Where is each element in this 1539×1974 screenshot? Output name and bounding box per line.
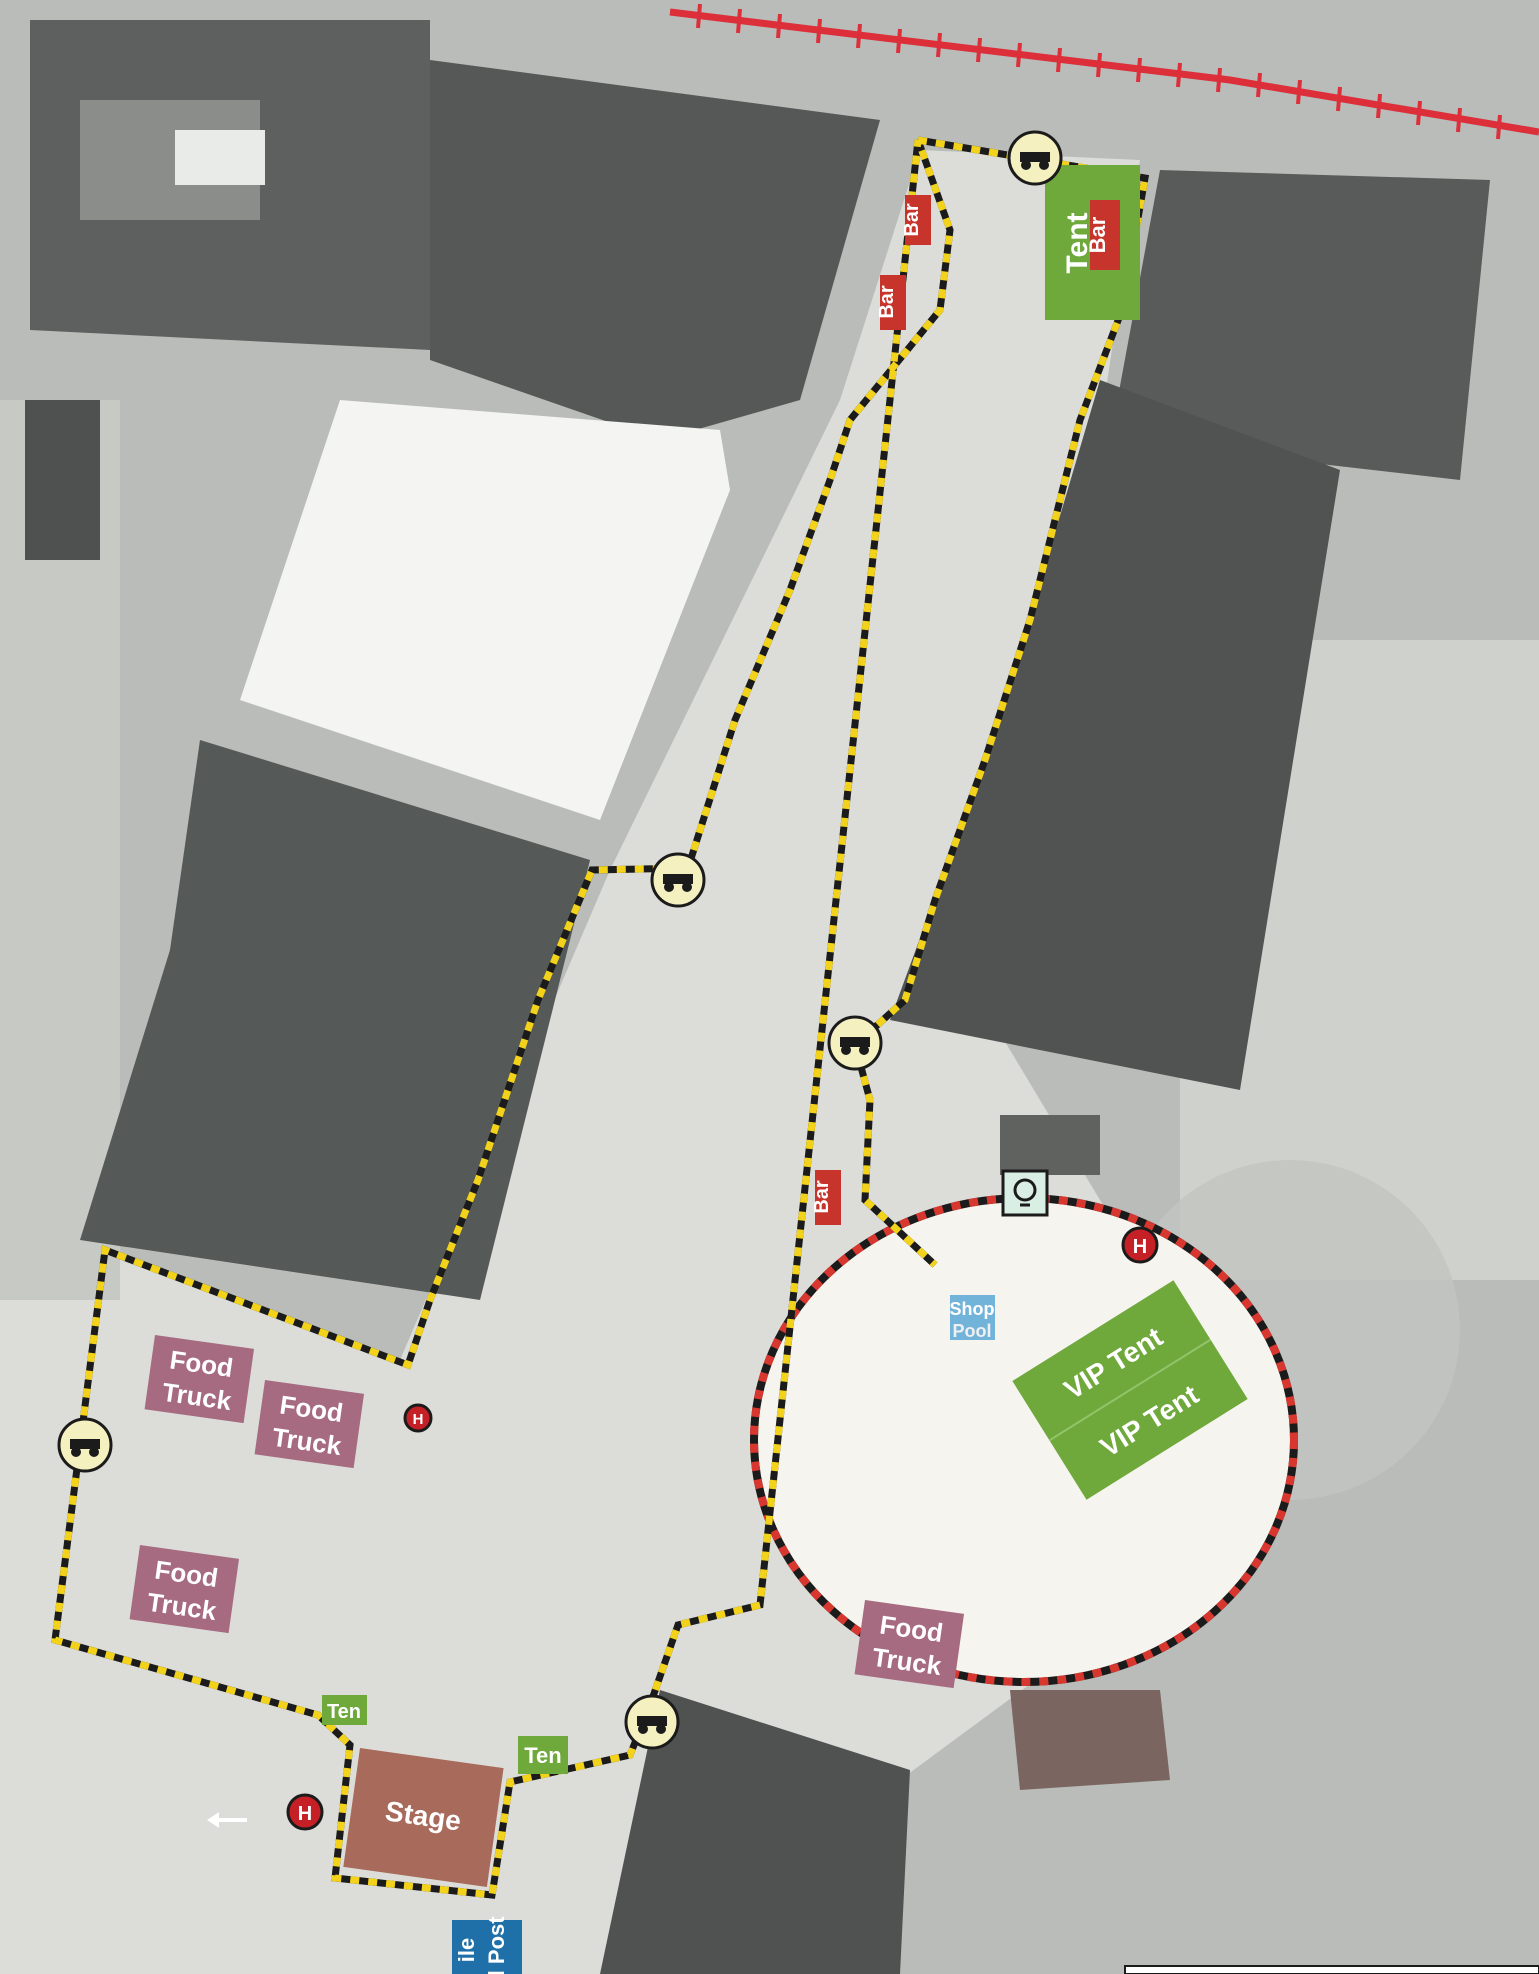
bar-top-2-label: Bar [876, 285, 898, 319]
bar-top-1-shape [905, 195, 931, 245]
food-truck-2[interactable]: Food Truck [254, 1380, 365, 1469]
left-arrow-icon [207, 1812, 247, 1828]
bar-top-right[interactable]: Bar [1085, 200, 1120, 270]
building-bottom-center [600, 1690, 910, 1974]
vip-tent[interactable]: VIP Tent VIP Tent [1012, 1280, 1248, 1500]
entry-4-body [70, 1439, 100, 1449]
food-truck-1[interactable]: Food Truck [144, 1335, 255, 1424]
rail-line [669, 3, 1539, 140]
bar-top-1[interactable]: Bar [901, 195, 931, 245]
entry-4-wheel-a [71, 1447, 81, 1457]
food-truck-4[interactable]: Food Truck [854, 1600, 965, 1689]
tent-bottom-right-label: Ten [524, 1743, 561, 1768]
food-truck-3-shape [129, 1545, 240, 1634]
jeep-icon[interactable] [827, 1015, 883, 1071]
building-top-left-roof-white [175, 130, 265, 185]
building-bottom-right [1010, 1690, 1170, 1790]
entry-2-wheel-a [664, 882, 674, 892]
hospital-marker-3-shape [286, 1793, 324, 1831]
hospital-marker-1-shape [1121, 1226, 1159, 1264]
entry-4-wheel-b [89, 1447, 99, 1457]
left-dark-strip [25, 400, 100, 560]
entry-2-wheel-b [682, 882, 692, 892]
hospital-marker-icon[interactable]: H [403, 1403, 433, 1433]
post-sign[interactable]: ile d Post [452, 1916, 522, 1974]
entry-3-wheel-b [859, 1045, 869, 1055]
hospital-marker-2-label: H [413, 1411, 424, 1428]
lightbulb-icon-bulb [1013, 1178, 1037, 1202]
tent-bottom-right[interactable]: Ten [518, 1736, 568, 1774]
entry-3-wheel-a [841, 1045, 851, 1055]
stage-shape [343, 1748, 504, 1888]
hospital-marker-3-label: H [298, 1803, 312, 1825]
vip-tent-divider [1048, 1338, 1212, 1442]
entry-5-wheel-b [656, 1724, 666, 1734]
entry-1-wheel-b [1039, 160, 1049, 170]
bar-middle[interactable]: Bar [811, 1170, 841, 1225]
bar-top-2-shape [880, 275, 906, 330]
entry-1-body [1020, 152, 1050, 162]
post-sign-line1: ile [454, 1938, 479, 1962]
small-building [1000, 1115, 1100, 1175]
post-sign-line2: d Post [484, 1916, 509, 1974]
legend-box-corner [1124, 1965, 1539, 1974]
jeep-icon[interactable] [57, 1417, 113, 1473]
food-truck-1-shape [144, 1335, 255, 1424]
lightbulb-icon[interactable] [1001, 1169, 1049, 1217]
food-truck-2-shape [254, 1380, 365, 1469]
bar-top-1-label: Bar [901, 203, 923, 237]
bar-middle-shape [815, 1170, 841, 1225]
shop-sign-line2: Pool [953, 1321, 992, 1341]
tent-top-label: Tent [1061, 212, 1094, 273]
jeep-icon[interactable] [650, 852, 706, 908]
bar-middle-label: Bar [811, 1180, 833, 1214]
post-sign-shape [452, 1920, 522, 1974]
stage[interactable]: Stage [343, 1748, 504, 1888]
tent-bottom-left-shape [322, 1695, 367, 1725]
jeep-icon[interactable] [1007, 130, 1063, 186]
tent-bottom-left-label: Ten [327, 1701, 361, 1723]
shop-sign[interactable]: Shop Pool [950, 1295, 996, 1341]
jeep-icon[interactable] [624, 1694, 680, 1750]
tent-bottom-right-shape [518, 1736, 568, 1774]
shop-sign-line1: Shop [950, 1299, 995, 1319]
building-left-middle [80, 740, 590, 1300]
building-right-top [1110, 170, 1490, 480]
hospital-marker-icon[interactable]: H [286, 1793, 324, 1831]
tent-bottom-left[interactable]: Ten [322, 1695, 367, 1725]
bar-top-right-shape [1090, 200, 1120, 270]
entry-2-body [663, 874, 693, 884]
hospital-marker-icon[interactable]: H [1121, 1226, 1159, 1264]
food-truck-4-shape [854, 1600, 965, 1689]
bar-top-right-label: Bar [1085, 216, 1110, 253]
building-right-middle [890, 380, 1340, 1090]
entry-3-body [840, 1037, 870, 1047]
food-truck-3[interactable]: Food Truck [129, 1545, 240, 1634]
building-top-center [430, 60, 880, 440]
entry-1-wheel-a [1021, 160, 1031, 170]
entry-5-body [637, 1716, 667, 1726]
building-white-roof [240, 400, 730, 820]
bar-top-2[interactable]: Bar [876, 275, 906, 330]
shop-sign-shape [950, 1295, 995, 1340]
festival-boundary [51, 136, 1150, 1899]
hospital-marker-2-shape [403, 1403, 433, 1433]
entry-5-wheel-a [638, 1724, 648, 1734]
lightbulb-icon-frame [1001, 1169, 1049, 1217]
hospital-marker-1-label: H [1133, 1236, 1147, 1258]
